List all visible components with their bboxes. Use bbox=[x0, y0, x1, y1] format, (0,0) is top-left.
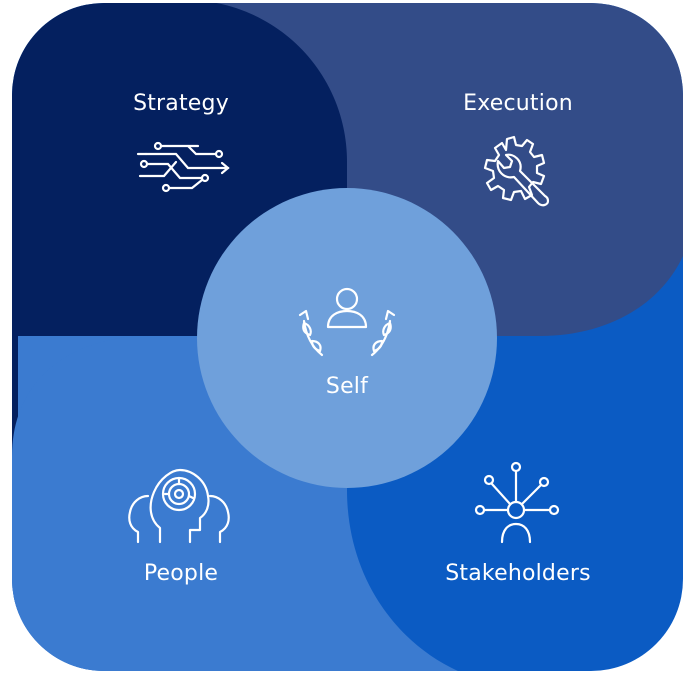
heads-with-maze-icon bbox=[124, 462, 234, 544]
person-network-icon bbox=[470, 460, 566, 550]
gear-wrench-icon bbox=[476, 133, 560, 213]
execution-label: Execution bbox=[463, 91, 573, 116]
branching-arrows-icon bbox=[136, 140, 230, 196]
people-top-cap bbox=[12, 336, 200, 460]
strategy-left-band bbox=[12, 336, 18, 456]
strategy-label: Strategy bbox=[133, 91, 229, 116]
people-label: People bbox=[143, 561, 219, 586]
self-label: Self bbox=[325, 374, 369, 399]
self-circle bbox=[197, 188, 497, 488]
person-laurel-icon bbox=[294, 285, 400, 361]
stakeholders-label: Stakeholders bbox=[445, 561, 591, 586]
